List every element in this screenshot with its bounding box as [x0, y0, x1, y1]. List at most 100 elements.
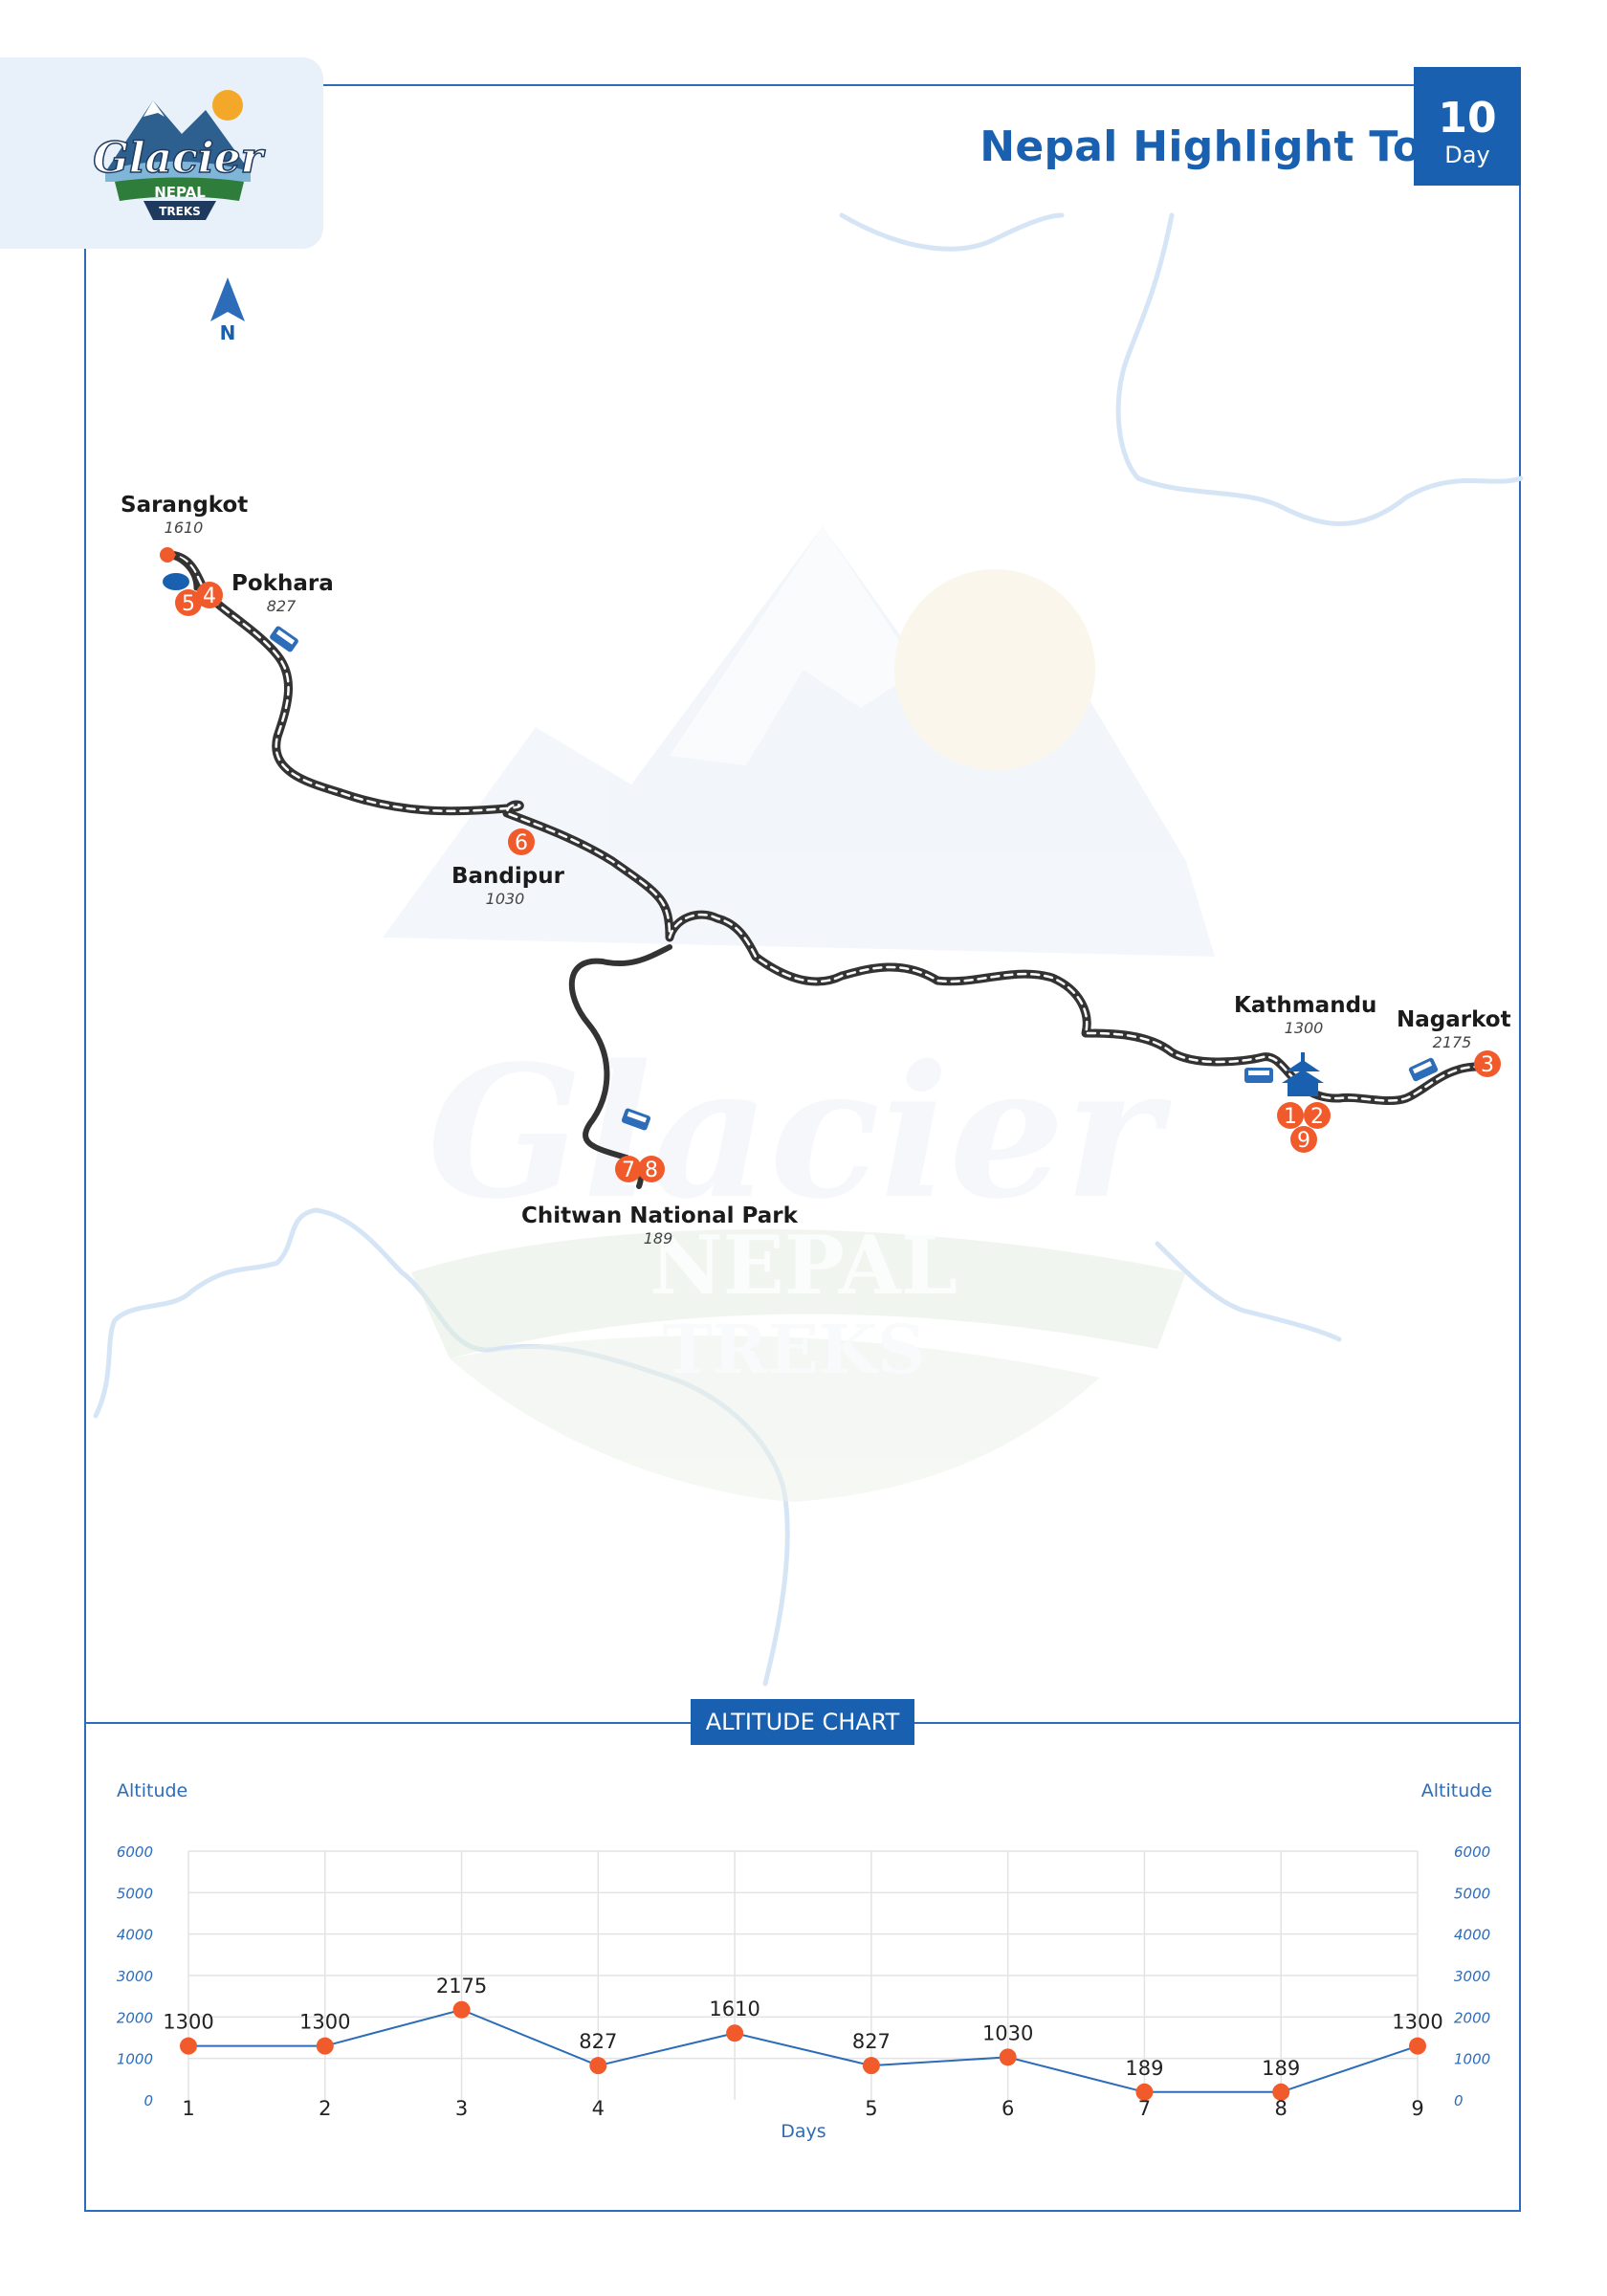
- x-tick-label: 9: [1411, 2097, 1423, 2120]
- altitude-point: [999, 2048, 1017, 2066]
- y-tick-left: 3000: [117, 1968, 153, 1985]
- x-tick-label: 7: [1138, 2097, 1151, 2120]
- altitude-point: [316, 2037, 334, 2055]
- altitude-chart-title: ALTITUDE CHART: [691, 1699, 914, 1745]
- place-alt-nagarkot: 2175: [1433, 1033, 1472, 1051]
- north-label: N: [220, 321, 236, 344]
- north-arrow: N: [210, 277, 245, 344]
- logo-panel: Glacier NEPAL TREKS: [0, 57, 323, 249]
- altitude-value-label: 1300: [163, 2011, 213, 2034]
- watermark-sun: [894, 569, 1095, 770]
- duration-badge: 10 Day: [1414, 67, 1521, 186]
- company-logo: Glacier NEPAL TREKS: [93, 90, 266, 220]
- page-title: Nepal Highlight Tour: [980, 122, 1473, 171]
- altitude-point: [452, 2000, 471, 2019]
- place-name-pokhara: Pokhara: [231, 571, 334, 596]
- x-tick-label: 1: [182, 2097, 194, 2120]
- altitude-value-label: 1300: [1392, 2011, 1442, 2034]
- altitude-value-label: 189: [1262, 2057, 1300, 2080]
- svg-text:7: 7: [622, 1159, 635, 1182]
- watermark-shield: [450, 1336, 1100, 1502]
- watermark: Glacier NEPAL TREKS: [383, 526, 1215, 1502]
- duration-unit: Day: [1444, 142, 1490, 168]
- stop-marker-8: 8: [638, 1156, 665, 1182]
- page-frame: [84, 84, 1521, 2212]
- place-name-nagarkot: Nagarkot: [1397, 1007, 1511, 1032]
- river-top: [839, 212, 1065, 252]
- altitude-value-label: 827: [579, 2030, 617, 2053]
- chart-grid: [187, 1850, 1419, 2100]
- svg-text:5: 5: [182, 592, 195, 616]
- altitude-value-label: 2175: [436, 1975, 487, 1998]
- svg-text:1: 1: [1284, 1105, 1297, 1129]
- place-name-sarangkot: Sarangkot: [121, 493, 248, 518]
- place-alt-chitwan: 189: [644, 1229, 673, 1247]
- x-tick-label: 8: [1275, 2097, 1288, 2120]
- y-tick-right: 1000: [1454, 2051, 1490, 2068]
- x-tick-label: 2: [319, 2097, 331, 2120]
- stop-marker-4: 4: [196, 582, 223, 608]
- svg-text:4: 4: [203, 585, 216, 608]
- watermark-title: Glacier: [428, 1026, 1172, 1239]
- y-tick-right: 4000: [1454, 1927, 1490, 1944]
- temple-icon: [1282, 1052, 1324, 1096]
- y-tick-right: 3000: [1454, 1968, 1490, 1985]
- y-tick-right: 6000: [1454, 1843, 1490, 1861]
- place-alt-kathmandu: 1300: [1285, 1019, 1324, 1037]
- altitude-point: [1135, 2083, 1154, 2101]
- stop-marker-7: 7: [615, 1156, 642, 1182]
- route-map: Glacier NEPAL TREKS N: [93, 212, 1524, 1687]
- altitude-point: [1409, 2037, 1426, 2055]
- place-labels: Sarangkot 1610 Pokhara 827 Bandipur 1030…: [121, 493, 1511, 1247]
- altitude-value-label: 827: [852, 2030, 891, 2053]
- altitude-value-label: 1610: [709, 1998, 759, 2020]
- x-tick-label: 4: [592, 2097, 605, 2120]
- place-alt-bandipur: 1030: [486, 890, 525, 908]
- y-tick-right: 2000: [1454, 2009, 1490, 2026]
- logo-subtitle-2: TREKS: [159, 205, 201, 218]
- y-tick-left: 5000: [117, 1885, 153, 1902]
- logo-subtitle: NEPAL: [154, 184, 206, 201]
- watermark-subtitle: NEPAL: [649, 1218, 958, 1313]
- x-tick-label: 5: [865, 2097, 877, 2120]
- x-tick-label: 3: [455, 2097, 468, 2120]
- y-tick-left: 6000: [117, 1843, 153, 1861]
- watermark-banner: [411, 1229, 1186, 1358]
- svg-text:2: 2: [1310, 1105, 1324, 1129]
- river-north-east: [1115, 212, 1524, 526]
- altitude-point: [1272, 2083, 1290, 2101]
- place-name-kathmandu: Kathmandu: [1234, 993, 1376, 1018]
- bus-icon: [1408, 1057, 1439, 1082]
- y-tick-left: 4000: [117, 1927, 153, 1944]
- place-alt-sarangkot: 1610: [165, 519, 204, 537]
- duration-days: 10: [1438, 94, 1497, 143]
- place-name-chitwan: Chitwan National Park: [521, 1203, 799, 1228]
- stop-marker-3: 3: [1474, 1050, 1501, 1077]
- altitude-point: [862, 2057, 880, 2075]
- stop-marker-5: 5: [175, 589, 202, 616]
- svg-text:8: 8: [645, 1159, 658, 1182]
- bus-icon: [1244, 1068, 1273, 1083]
- y-axis-label-left: Altitude: [117, 1780, 187, 1801]
- logo-title: Glacier: [93, 134, 265, 183]
- y-axis-label-right: Altitude: [1421, 1780, 1492, 1801]
- stop-markers: 1 2 9 3 5 4 6 7 8: [175, 582, 1501, 1182]
- x-axis-label: Days: [781, 2121, 826, 2142]
- svg-text:3: 3: [1481, 1053, 1494, 1077]
- y-tick-left: 2000: [117, 2009, 153, 2026]
- altitude-value-label: 1300: [299, 2011, 350, 2034]
- watermark-snow: [670, 526, 918, 765]
- y-tick-right: 5000: [1454, 1885, 1490, 1902]
- place-name-bandipur: Bandipur: [451, 864, 565, 889]
- altitude-line: [188, 2008, 1419, 2093]
- route-road-dashes: [165, 553, 1480, 1102]
- place-alt-pokhara: 827: [267, 597, 297, 615]
- logo-mountain: [105, 100, 251, 172]
- river-south-mid: [1155, 1241, 1342, 1342]
- altitude-point: [180, 2037, 197, 2055]
- bus-icon: [270, 626, 298, 652]
